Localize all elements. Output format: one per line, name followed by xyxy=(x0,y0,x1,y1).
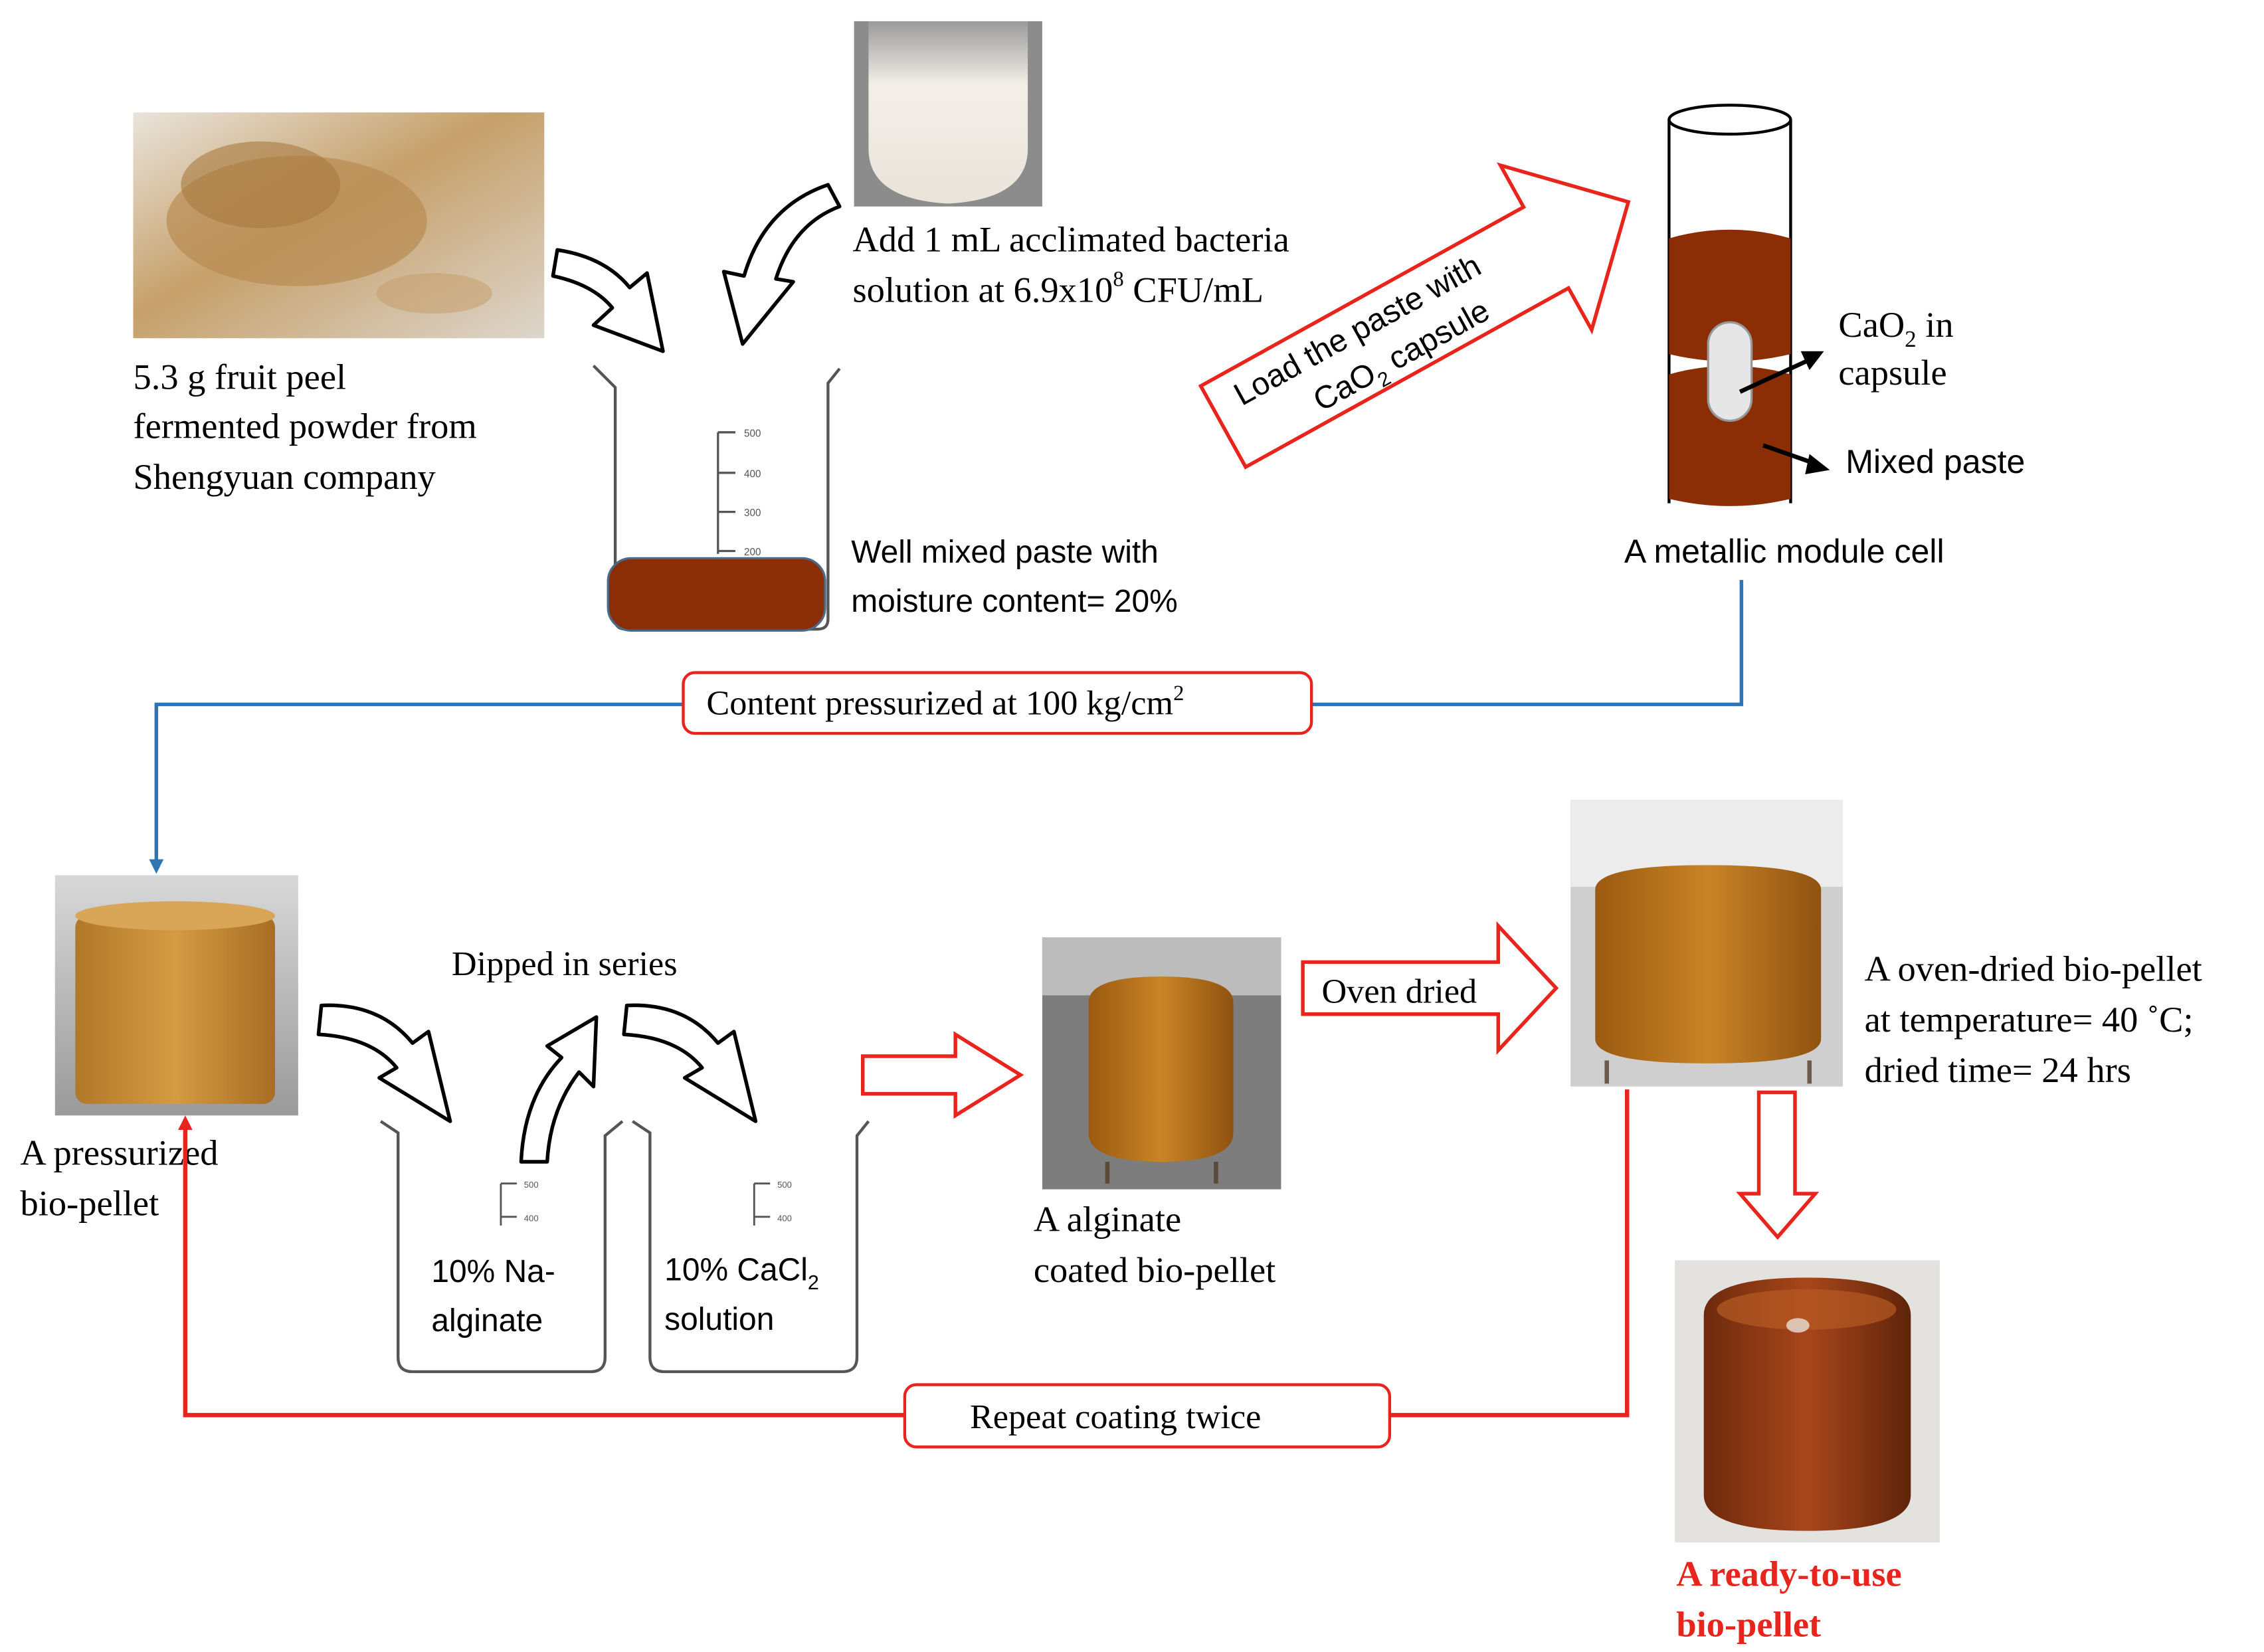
na-alginate-beaker: 500 400 10% Na- alginate xyxy=(379,1120,624,1374)
beaker-tick-500: 500 xyxy=(744,428,761,439)
beaker-tick-400: 400 xyxy=(744,468,761,480)
pressurize-label-box: Content pressurized at 100 kg/cm2 xyxy=(682,671,1313,735)
bacteria-flask-photo xyxy=(854,21,1042,207)
oven-dried-label: A oven-dried bio-pellet at temperature= … xyxy=(1865,949,2212,1091)
pellet-to-alginate-arrow xyxy=(316,1003,452,1123)
cao2-capsule xyxy=(1707,321,1753,422)
module-cell-caption: A metallic module cell xyxy=(1624,533,1944,570)
alginate-pellet-label: A alginate coated bio-pellet xyxy=(1034,1199,1275,1290)
bacteria-to-beaker-arrow xyxy=(721,183,842,346)
powder-label: 5.3 g fruit peel fermented powder from S… xyxy=(133,356,486,496)
into-calcium-arrow xyxy=(622,1003,758,1123)
svg-text:400: 400 xyxy=(777,1213,792,1223)
repeat-coating-label-box: Repeat coating twice xyxy=(903,1383,1392,1449)
svg-text:Oven dried: Oven dried xyxy=(1321,972,1477,1010)
alginate-coated-pellet-photo xyxy=(1042,937,1281,1190)
metallic-module-cell xyxy=(1667,104,1830,506)
cacl2-beaker: 500 400 10% CaCl2 solution xyxy=(632,1120,870,1374)
final-pellet-photo xyxy=(1675,1260,1940,1543)
final-pellet-label: A ready-to-use bio-pellet xyxy=(1676,1553,1911,1644)
pressurized-pellet-photo xyxy=(54,875,298,1116)
cacl2-label: 10% CaCl2 solution xyxy=(664,1253,828,1337)
svg-text:500: 500 xyxy=(777,1180,792,1190)
oven-dried-arrow: Oven dried xyxy=(1301,921,1559,1055)
beaker-tick-300: 300 xyxy=(744,507,761,519)
alginate-to-calcium-arrow xyxy=(519,1015,599,1164)
cao2-capsule-label: CaO2 in capsule xyxy=(1838,304,1962,393)
na-alginate-label: 10% Na- alginate xyxy=(431,1254,564,1338)
oven-to-final-arrow xyxy=(1736,1090,1820,1240)
svg-text:Content pressurized at 100 kg/: Content pressurized at 100 kg/cm2 xyxy=(706,682,1184,723)
powder-to-beaker-arrow xyxy=(551,248,665,353)
svg-text:500: 500 xyxy=(524,1180,539,1190)
bacteria-label: Add 1 mL acclimated bacteria solution at… xyxy=(852,219,1298,310)
load-paste-arrow: Load the paste with CaO2 capsule xyxy=(1198,162,1631,470)
mixed-paste-label: Well mixed paste with moisture content= … xyxy=(851,535,1177,619)
mixed-paste-pointer-label: Mixed paste xyxy=(1845,443,2025,480)
svg-text:400: 400 xyxy=(524,1213,539,1223)
fruit-peel-powder-photo xyxy=(133,112,545,339)
pressurized-pellet-label: A pressurized bio-pellet xyxy=(21,1132,228,1223)
mixed-paste xyxy=(607,557,826,632)
beaker-tick-200: 200 xyxy=(744,547,761,558)
mixing-beaker: 500 400 300 200 xyxy=(592,365,841,632)
dipped-in-series-title: Dipped in series xyxy=(452,945,678,983)
svg-text:Repeat coating twice: Repeat coating twice xyxy=(970,1398,1261,1436)
dip-to-coated-arrow xyxy=(860,1031,1024,1119)
oven-dried-pellet-photo xyxy=(1570,800,1843,1087)
